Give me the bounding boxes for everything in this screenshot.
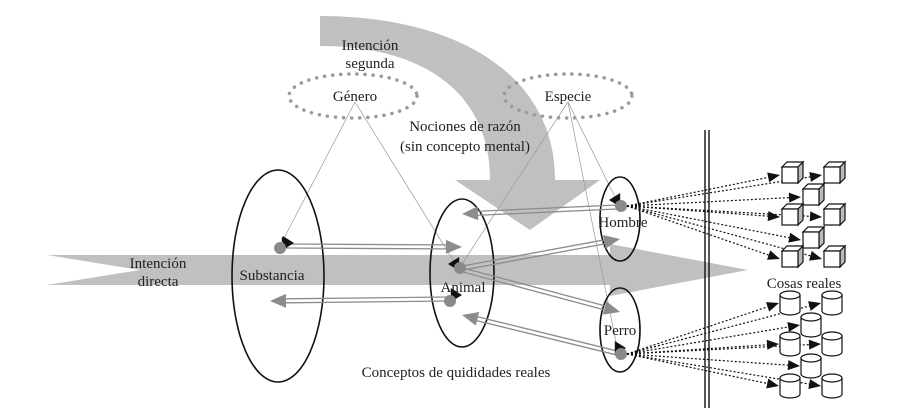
substancia-oval (231, 169, 325, 383)
intencion-segunda-arrow (320, 16, 600, 230)
label-nociones-2: (sin concepto mental) (400, 139, 530, 155)
label-perro: Perro (604, 323, 637, 339)
label-genero: Género (333, 89, 377, 105)
cube-icon (822, 244, 847, 269)
animal-dot-top (454, 262, 466, 274)
label-hombre: Hombre (598, 215, 647, 231)
dotted-ray (626, 339, 779, 355)
dotted-ray (626, 302, 779, 355)
cube-icon (822, 202, 847, 227)
arrow-animal-to-substancia (270, 293, 451, 308)
label-cosas-reales: Cosas reales (767, 276, 842, 292)
arrow-perro-to-animal (462, 312, 618, 356)
especie-ellipse (502, 72, 634, 120)
label-animal: Animal (441, 280, 486, 296)
dotted-rays (626, 171, 822, 389)
dotted-ray (626, 353, 800, 371)
genero-ellipse (287, 72, 419, 120)
cube-icon (780, 244, 805, 269)
cube-icon (801, 182, 826, 207)
dotted-ray (626, 353, 821, 389)
cylinder-icon (779, 373, 801, 399)
label-especie: Especie (545, 89, 592, 105)
perro-dot (615, 348, 627, 360)
dotted-ray (626, 353, 779, 389)
label-intencion-directa-1: Intención (130, 256, 187, 272)
label-intencion-segunda-1: Intención (342, 38, 399, 54)
animal-dot-bottom (444, 295, 456, 307)
animal-oval (429, 198, 495, 348)
genero-links (281, 101, 459, 269)
dotted-ray (626, 172, 780, 207)
cube-icon (780, 202, 805, 227)
cylinder-icon (821, 373, 843, 399)
dotted-ray (626, 205, 780, 260)
label-substancia: Substancia (240, 268, 305, 284)
hombre-oval (599, 176, 641, 262)
dotted-ray (626, 301, 821, 355)
hombre-dot (615, 200, 627, 212)
arrow-hombre-to-animal (462, 204, 618, 221)
perro-oval (599, 287, 641, 373)
real-things (779, 160, 847, 399)
dotted-ray (626, 322, 800, 355)
dotted-ray (626, 171, 822, 207)
substancia-dot (274, 242, 286, 254)
dotted-ray (626, 205, 822, 261)
relation-arrows (270, 193, 626, 356)
dotted-ray (626, 339, 821, 355)
dotted-ray (626, 205, 780, 222)
cube-icon (822, 160, 847, 185)
label-nociones-1: Nociones de razón (409, 119, 521, 135)
cylinder-icon (821, 290, 843, 316)
label-conceptos: Conceptos de quididades reales (362, 365, 551, 381)
cube-icon (801, 225, 826, 250)
cylinder-icon (779, 331, 801, 357)
label-intencion-directa-2: directa (138, 274, 179, 290)
label-intencion-segunda-2: segunda (345, 56, 394, 72)
arrow-substancia-to-animal (284, 239, 462, 254)
arrow-animal-to-hombre (462, 235, 620, 271)
dotted-ray (626, 192, 801, 207)
arrow-animal-to-perro (462, 267, 620, 315)
cylinder-icon (800, 353, 822, 379)
cylinder-icon (821, 331, 843, 357)
intencion-directa-arrow (47, 244, 748, 296)
cylinder-icon (800, 312, 822, 338)
cylinder-icon (779, 290, 801, 316)
dotted-ray (626, 205, 822, 222)
dotted-ray (626, 205, 801, 243)
cube-icon (780, 160, 805, 185)
